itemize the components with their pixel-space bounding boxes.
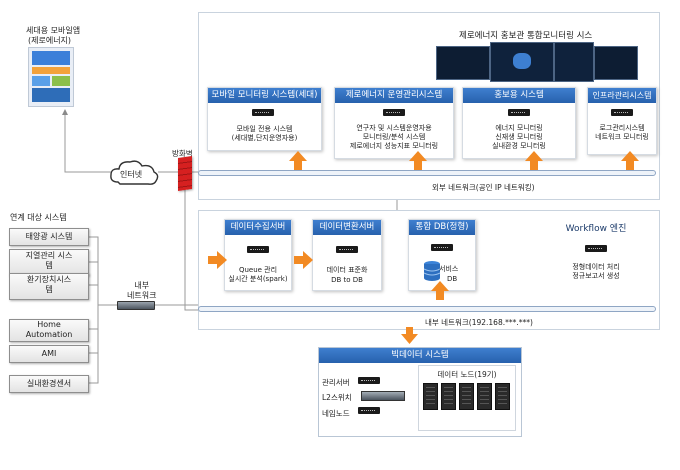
box-line: 로그관리시스템 — [599, 124, 645, 132]
box-line: 신재생 모니터링 — [495, 133, 543, 141]
connected-systems-title: 연계 대상 시스템 — [10, 213, 67, 222]
box-line: 모니터링/분석 시스템 — [362, 133, 426, 141]
server-icon — [336, 246, 358, 253]
switch-icon — [117, 301, 155, 310]
promotion-system-box: 홍보용 시스템 에너지 모니터링 신재생 모니터링 실내환경 모니터링 — [462, 87, 576, 159]
server-icon — [508, 109, 530, 116]
infra-management-box: 인프라관리시스템 로그관리시스템 네트워크 모니터링 — [587, 87, 657, 155]
right-arrow — [294, 251, 313, 269]
ventilation-system-button[interactable]: 환기장치시스 템 — [9, 273, 89, 300]
up-arrow — [621, 151, 639, 170]
server-icon — [585, 245, 607, 252]
ami-button[interactable]: AMI — [9, 345, 89, 363]
server-icon — [611, 109, 633, 116]
external-network-label: 외부 네트워크(공인 IP 네트워킹) — [432, 183, 535, 192]
mobile-app-title: 세대용 모바일앱 — [26, 26, 81, 35]
name-node-label: 네임노드 — [322, 409, 350, 418]
integrated-db-title: 통합 DB(정형) — [409, 220, 475, 235]
box-line: 실시간 분석(spark) — [228, 275, 288, 283]
firewall-label: 방화벽 — [172, 149, 193, 158]
mobile-monitoring-title: 모바일 모니터링 시스템(세대) — [208, 88, 321, 103]
monitor-screens — [436, 42, 638, 82]
integrated-db-box: 통합 DB(정형) 서비스 DB — [408, 219, 476, 291]
box-line: 서비스 — [439, 265, 459, 273]
integrated-monitor-title: 제로에너지 홍보관 통합모니터링 시스 — [459, 31, 593, 41]
indoor-sensor-button[interactable]: 실내환경센서 — [9, 375, 89, 393]
internal-network-label: 내부 네트워크 — [127, 281, 157, 300]
workflow-engine-box: Workflow 엔진 정형데이터 처리 정규보고서 생성 — [562, 219, 630, 289]
up-arrow — [431, 281, 449, 300]
data-conversion-server-box: 데이터변환서버 데이터 표준화 DB to DB — [312, 219, 382, 291]
down-arrow — [401, 327, 418, 344]
data-collection-server-box: 데이터수집서버 Queue 관리 실시간 분석(spark) — [224, 219, 292, 291]
database-icon — [423, 261, 441, 281]
data-node-rack — [441, 383, 456, 410]
internet-label: 인터넷 — [120, 170, 143, 179]
up-arrow — [525, 151, 543, 170]
box-line: (세대별,단지운영자용) — [231, 134, 298, 142]
name-node-icon — [358, 407, 380, 414]
internal-network-address: 내부 네트워크(192.168.***.***) — [425, 318, 533, 327]
internal-network-bar — [198, 306, 656, 312]
box-line: 네트워크 모니터링 — [595, 133, 649, 141]
data-collection-server-title: 데이터수집서버 — [225, 220, 291, 235]
box-line: 에너지 모니터링 — [495, 124, 543, 132]
up-arrow — [409, 151, 427, 170]
box-line: 모바일 전용 시스템 — [236, 125, 293, 133]
geothermal-system-button[interactable]: 지열관리 시스 템 — [9, 249, 89, 276]
box-line: 데이터 표준화 — [326, 266, 368, 274]
solar-system-button[interactable]: 태양광 시스템 — [9, 228, 89, 246]
promotion-system-title: 홍보용 시스템 — [463, 88, 575, 103]
mobile-app-subtitle: (제로에너지) — [28, 36, 72, 45]
server-icon — [383, 109, 405, 116]
box-line: DB to DB — [331, 276, 363, 284]
l2-switch-icon — [361, 391, 405, 401]
box-line: 연구자 및 시스템운영자용 — [356, 124, 432, 132]
workflow-engine-title: Workflow 엔진 — [565, 224, 627, 234]
operation-management-title: 제로에너지 운영관리시스템 — [335, 88, 453, 103]
box-line: 실내환경 모니터링 — [492, 142, 546, 150]
data-node-rack — [495, 383, 510, 410]
box-line: Queue 관리 — [238, 266, 278, 274]
mgmt-server-label: 관리서버 — [322, 378, 350, 387]
mobile-app-screenshot — [28, 47, 74, 107]
server-icon — [247, 246, 269, 253]
operation-management-box: 제로에너지 운영관리시스템 연구자 및 시스템운영자용 모니터링/분석 시스템 … — [334, 87, 454, 159]
internet-cloud-icon — [110, 160, 159, 185]
box-line: 정규보고서 생성 — [572, 272, 620, 280]
data-node-rack — [423, 383, 438, 410]
box-line: DB — [447, 275, 458, 283]
infra-management-title: 인프라관리시스템 — [588, 88, 656, 103]
l2-switch-label: L2스위치 — [322, 393, 352, 402]
data-node-rack — [477, 383, 492, 410]
data-node-rack — [459, 383, 474, 410]
home-automation-button[interactable]: Home Automation — [9, 319, 89, 342]
mobile-monitoring-box: 모바일 모니터링 시스템(세대) 모바일 전용 시스템 (세대별,단지운영자용) — [207, 87, 322, 151]
box-line: 정형데이터 처리 — [572, 263, 620, 271]
server-icon — [431, 244, 453, 251]
right-arrow — [208, 251, 227, 269]
up-arrow — [289, 151, 307, 170]
data-conversion-server-title: 데이터변환서버 — [313, 220, 381, 235]
data-node-title: 데이터 노드(19기) — [437, 370, 497, 379]
mgmt-server-icon — [358, 377, 380, 384]
external-network-bar — [198, 170, 656, 176]
bigdata-title: 빅데이터 시스템 — [319, 348, 521, 363]
server-icon — [252, 109, 274, 116]
box-line: 제로에너지 성능지표 모니터링 — [349, 142, 439, 150]
